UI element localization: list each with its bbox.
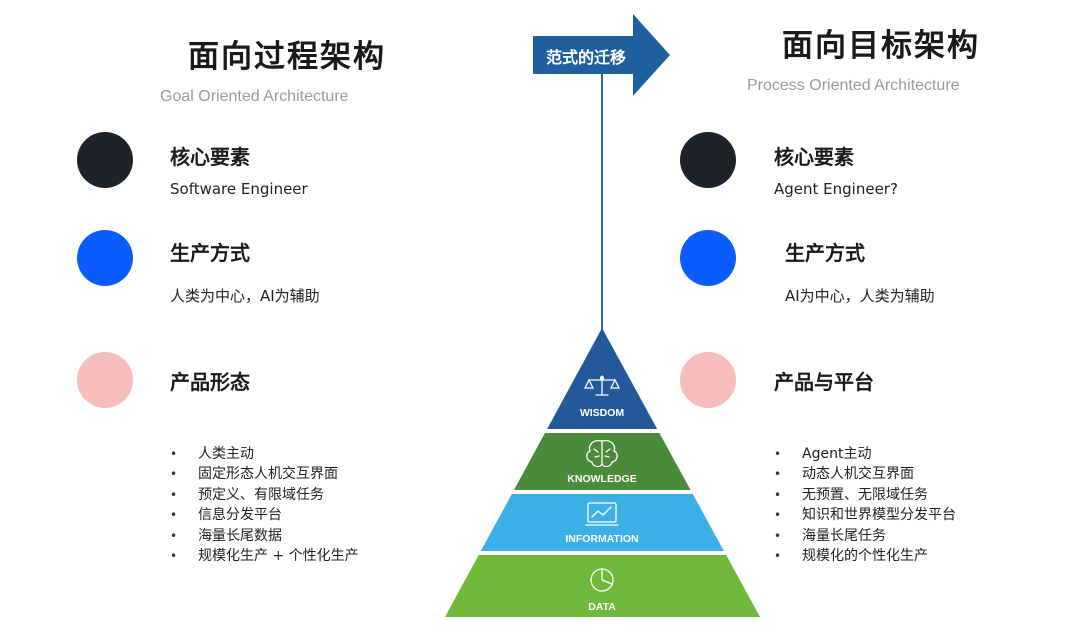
left-core-heading: 核心要素 xyxy=(170,145,250,169)
right-bullet-list: Agent主动 动态人机交互界面 无预置、无限域任务 知识和世界模型分发平台 海… xyxy=(774,444,956,567)
tier-label-data: DATA xyxy=(588,601,616,613)
brain-icon xyxy=(586,440,618,468)
list-item: 规模化生产 + 个性化生产 xyxy=(170,546,359,567)
banner-label: 范式的迁移 xyxy=(546,48,627,67)
right-subtitle: Process Oriented Architecture xyxy=(747,77,960,94)
list-item: 海量长尾任务 xyxy=(774,526,956,547)
pie-chart-icon xyxy=(590,568,614,592)
banner-arrow xyxy=(533,14,670,96)
list-item: 无预置、无限域任务 xyxy=(774,485,956,506)
left-production-heading: 生产方式 xyxy=(170,241,250,265)
right-product-dot xyxy=(680,352,736,408)
list-item: 海量长尾数据 xyxy=(170,526,359,547)
left-title: 面向过程架构 xyxy=(188,39,386,75)
list-item: 动态人机交互界面 xyxy=(774,464,956,485)
left-product-heading: 产品形态 xyxy=(170,370,250,394)
list-item: Agent主动 xyxy=(774,444,956,465)
tier-label-information: INFORMATION xyxy=(565,533,638,545)
list-item: 信息分发平台 xyxy=(170,505,359,526)
right-core-heading: 核心要素 xyxy=(774,145,854,169)
left-bullet-list: 人类主动 固定形态人机交互界面 预定义、有限域任务 信息分发平台 海量长尾数据 … xyxy=(170,444,359,567)
right-production-dot xyxy=(680,230,736,286)
left-core-dot xyxy=(77,132,133,188)
right-core-dot xyxy=(680,132,736,188)
left-subtitle: Goal Oriented Architecture xyxy=(160,88,349,105)
list-item: 规模化的个性化生产 xyxy=(774,546,956,567)
scale-icon xyxy=(583,375,621,396)
list-item: 人类主动 xyxy=(170,444,359,465)
right-product-heading: 产品与平台 xyxy=(774,370,874,394)
right-production-heading: 生产方式 xyxy=(785,241,865,265)
list-item: 预定义、有限域任务 xyxy=(170,485,359,506)
left-production-sub: 人类为中心，AI为辅助 xyxy=(170,287,320,305)
right-production-sub: AI为中心，人类为辅助 xyxy=(785,287,935,305)
tier-label-wisdom: WISDOM xyxy=(580,407,625,419)
right-title: 面向目标架构 xyxy=(782,28,980,64)
pyramid-tier-data xyxy=(445,555,760,617)
left-production-dot xyxy=(77,230,133,286)
left-product-dot xyxy=(77,352,133,408)
tier-label-knowledge: KNOWLEDGE xyxy=(567,473,636,485)
left-core-sub: Software Engineer xyxy=(170,180,308,198)
right-core-sub: Agent Engineer? xyxy=(774,180,898,198)
list-item: 知识和世界模型分发平台 xyxy=(774,505,956,526)
monitor-chart-icon xyxy=(585,502,619,526)
list-item: 固定形态人机交互界面 xyxy=(170,464,359,485)
